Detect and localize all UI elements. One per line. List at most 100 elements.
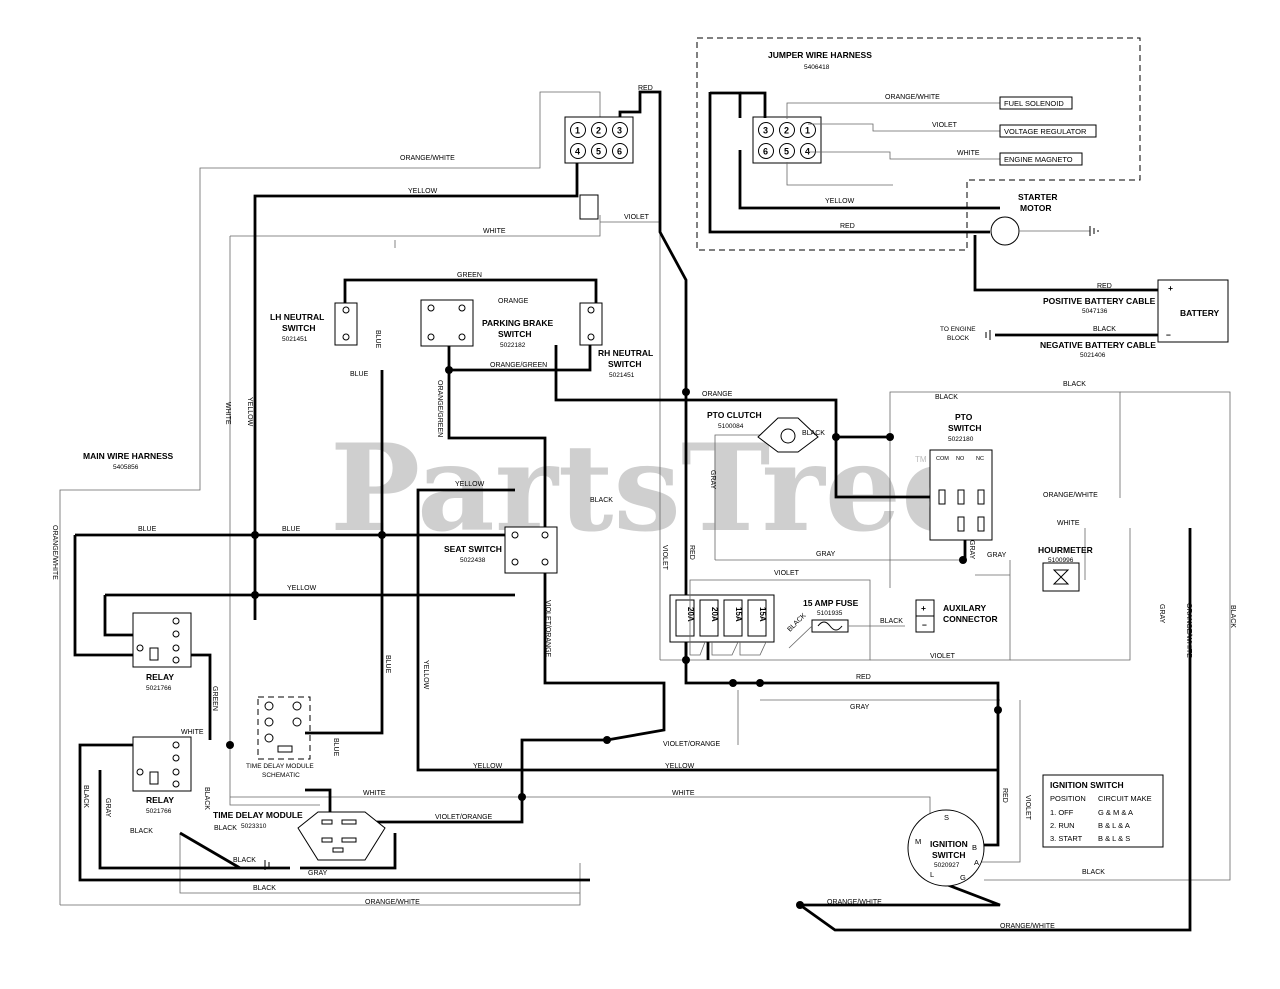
wire-label: VIOLET/ORANGE	[663, 741, 721, 748]
main-harness-part: 5405856	[113, 464, 139, 471]
pto-clutch-part: 5100084	[718, 423, 744, 430]
connector-pin	[800, 143, 816, 159]
svg-text:+: +	[921, 603, 926, 613]
wire-label: ORANGE/WHITE	[885, 94, 940, 101]
wire-label: WHITE	[224, 402, 231, 425]
ign-table-row: G & M & A	[1098, 808, 1133, 817]
ignition-switch: IGNITION SWITCH 5020927 S M B A L G	[907, 809, 985, 887]
connector-pin-label: 2	[596, 126, 601, 136]
battery: BATTERY + − RED POSITIVE BATTERY CABLE 5…	[940, 279, 1229, 359]
wire-label: BLACK	[1093, 326, 1116, 333]
wire-label: ORANGE/WHITE	[1185, 603, 1192, 658]
connector-pin	[591, 143, 607, 159]
wire-label: RED	[638, 85, 653, 92]
wire-label: GRAY	[1158, 604, 1165, 624]
watermark-text: PartsTree	[330, 418, 977, 559]
battery-minus: −	[1166, 330, 1171, 340]
wire-label: YELLOW	[246, 397, 253, 427]
wire-label: YELLOW	[825, 198, 855, 205]
wire-label: BLUE	[374, 330, 381, 349]
ign-table-title: IGNITION SWITCH	[1050, 780, 1124, 790]
wire-label: VIOLET/ORANGE	[544, 600, 551, 658]
wire-label: VIOLET	[661, 545, 668, 571]
wire-label: WHITE	[1057, 520, 1080, 527]
hourmeter-title: HOURMETER	[1038, 545, 1093, 555]
seat-switch: SEAT SWITCH 5022438	[444, 526, 558, 574]
parking-brake-line1: PARKING BRAKE	[482, 318, 553, 328]
wire-label: BLACK	[786, 612, 807, 633]
auxiliary-connector: + − AUXILARY CONNECTOR	[915, 599, 998, 633]
battery-title: BATTERY	[1180, 308, 1220, 318]
relay-2: RELAY 5021766	[132, 736, 192, 815]
fuel-solenoid-label: FUEL SOLENOID	[1004, 99, 1064, 108]
wire-label: GRAY	[816, 551, 836, 558]
wire-label: BLACK	[203, 787, 210, 810]
main-harness-title: MAIN WIRE HARNESS	[83, 451, 174, 461]
wire-label: BLUE	[350, 371, 369, 378]
wire-label: YELLOW	[287, 585, 317, 592]
wire-label: BLACK	[1229, 605, 1236, 628]
engine-magneto-label: ENGINE MAGNETO	[1004, 155, 1073, 164]
pto-switch-column-label: NC	[976, 456, 984, 462]
pto-clutch: PTO CLUTCH 5100084	[707, 410, 819, 453]
wire-label: BLACK	[590, 497, 613, 504]
ign-table-row: 3. START	[1050, 834, 1083, 843]
starter-motor: STARTER MOTOR	[990, 192, 1099, 246]
connector-pin	[570, 143, 586, 159]
wire-label: ORANGE	[702, 391, 733, 398]
tdm-schematic-line2: SCHEMATIC	[262, 772, 300, 779]
connector-pin-label: 6	[763, 147, 768, 157]
parking-brake-switch: PARKING BRAKE SWITCH 5022182	[420, 299, 553, 349]
wire-label: BLACK	[1082, 869, 1105, 876]
wire-label: BLUE	[332, 738, 339, 757]
pto-clutch-title: PTO CLUTCH	[707, 410, 762, 420]
relay-1-title: RELAY	[146, 672, 174, 682]
wire-label: GRAY	[987, 552, 1007, 559]
pto-switch-column-label: COM	[936, 456, 949, 462]
connector-pin-label: 6	[617, 147, 622, 157]
connector-pin	[758, 143, 774, 159]
starter-title-line2: MOTOR	[1020, 203, 1051, 213]
engine-block-line2: BLOCK	[947, 335, 970, 342]
wire-label: ORANGE/GREEN	[436, 380, 443, 437]
neg-cable-part: 5021406	[1080, 352, 1106, 359]
hourmeter-part: 5100996	[1048, 557, 1074, 564]
wire-label: WHITE	[363, 790, 386, 797]
time-delay-module: TIME DELAY MODULE 5023310	[213, 810, 386, 870]
wire-label: BLACK	[935, 394, 958, 401]
connector-pin	[570, 122, 586, 138]
wire-label: RED	[856, 674, 871, 681]
pto-switch-column-label: NO	[956, 456, 965, 462]
wire-label: GRAY	[850, 704, 870, 711]
connector-pin-label: 2	[784, 126, 789, 136]
wire-label: BLACK	[214, 825, 237, 832]
wire-label: VIOLET/ORANGE	[435, 814, 493, 821]
relay-2-part: 5021766	[146, 808, 172, 815]
wire-label: GRAY	[308, 870, 328, 877]
rh-neutral-line1: RH NEUTRAL	[598, 348, 653, 358]
connector-pin	[800, 122, 816, 138]
connector-pin-label: 5	[784, 147, 789, 157]
tdm-schematic-line1: TIME DELAY MODULE	[246, 763, 314, 770]
ign-terminal-b: B	[972, 843, 977, 852]
connector-pin-label: 5	[596, 147, 601, 157]
wire-label: BLACK	[130, 828, 153, 835]
parking-brake-part: 5022182	[500, 342, 526, 349]
wire-label: VIOLET	[932, 122, 958, 129]
tdm-part: 5023310	[241, 823, 267, 830]
connector-pin	[758, 122, 774, 138]
jumper-harness-part: 5406418	[804, 64, 830, 71]
lh-neutral-line1: LH NEUTRAL	[270, 312, 324, 322]
wire-label: RED	[688, 545, 695, 560]
ignition-part: 5020927	[934, 862, 960, 869]
wire-label: YELLOW	[473, 763, 503, 770]
pos-cable-part: 5047136	[1082, 308, 1108, 315]
wire-label: BLACK	[253, 885, 276, 892]
wire-label: BLACK	[1063, 381, 1086, 388]
rh-neutral-switch: RH NEUTRAL SWITCH 5021451	[579, 302, 653, 379]
hourmeter: HOURMETER 5100996	[1038, 545, 1093, 592]
connector-pin-label: 4	[805, 147, 810, 157]
